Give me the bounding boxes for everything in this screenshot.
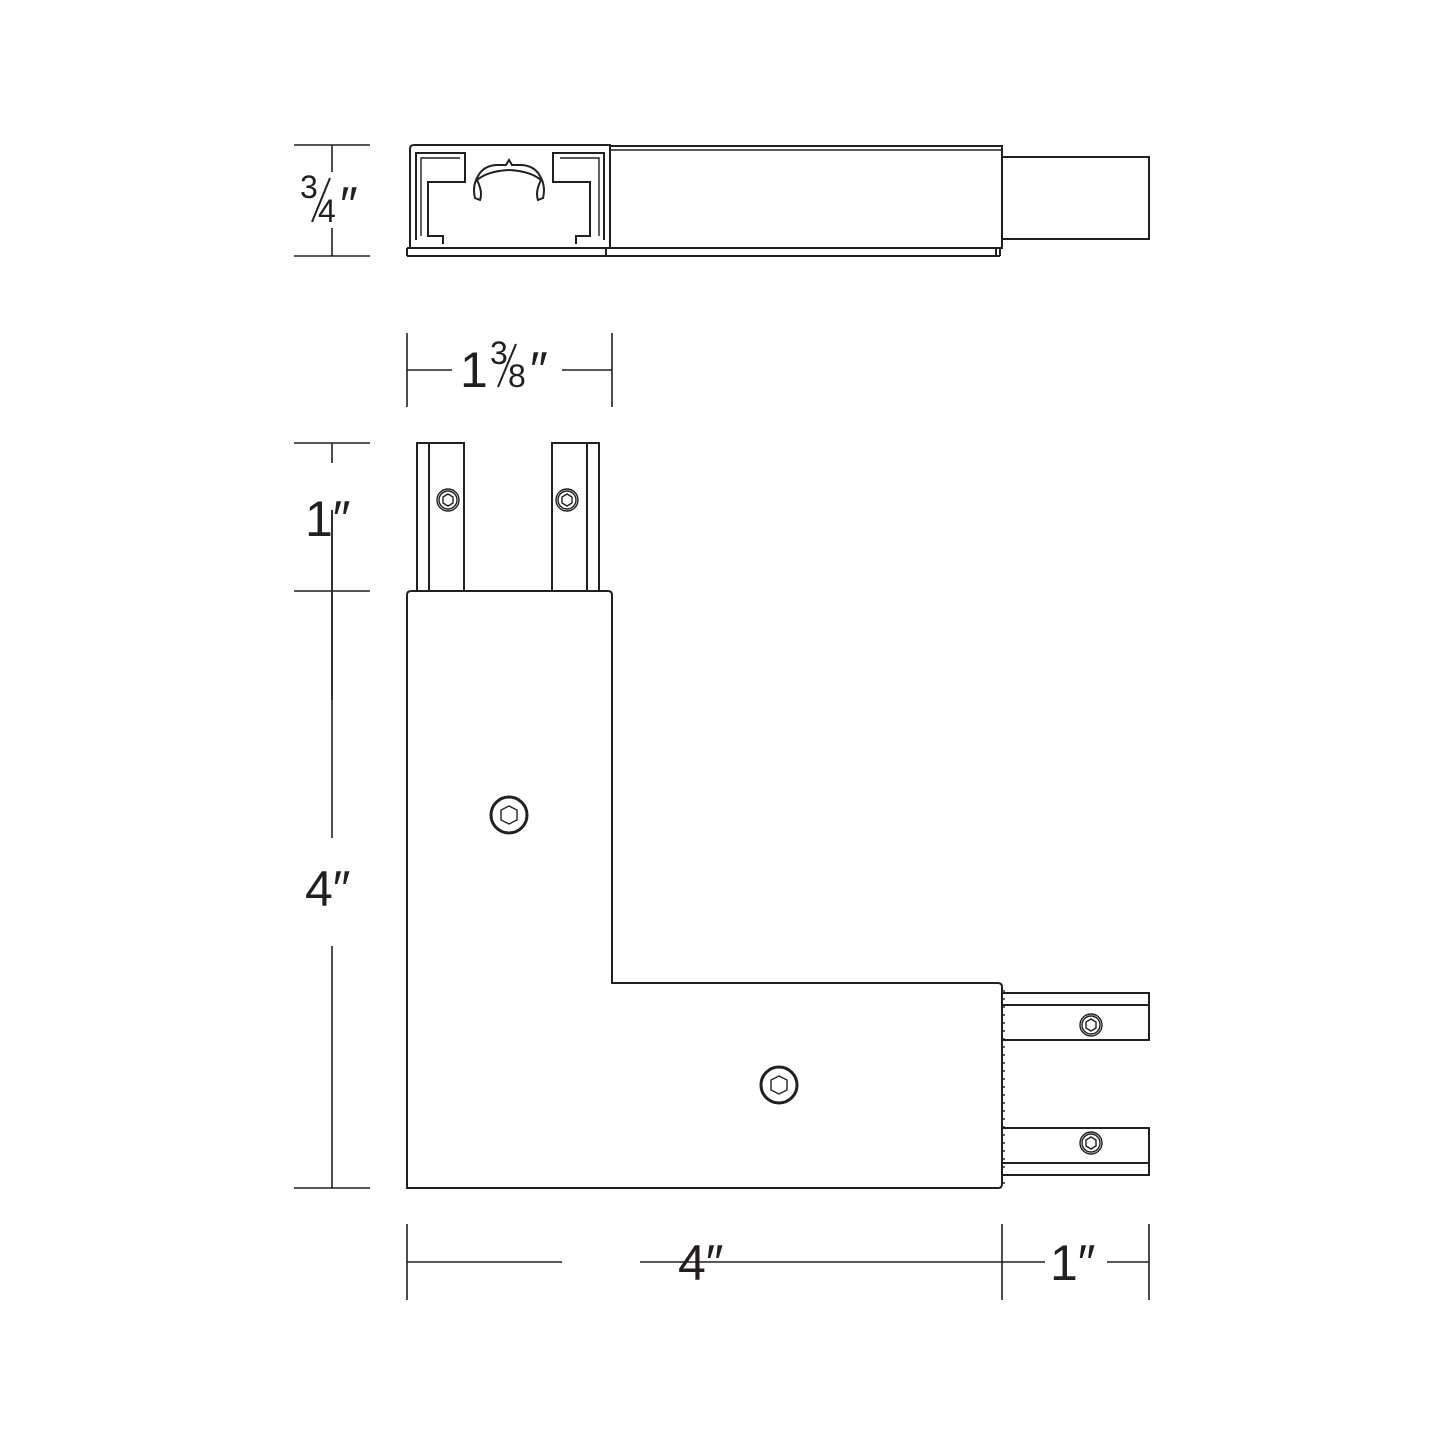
side-elevation-view: 3 4 ″ — [294, 144, 1150, 257]
fraction-numerator: 3 — [300, 169, 318, 205]
hex-socket-icon — [1085, 1018, 1097, 1032]
top-connector-length-label: 1″ — [305, 491, 351, 547]
side-connector-upper — [1001, 992, 1150, 1041]
top-plan-view: 1″ 4″ — [294, 442, 1150, 1300]
body-screw-lower — [759, 1065, 799, 1105]
l-shaped-body — [406, 590, 1003, 1189]
side-connector-length-label: 1″ — [1050, 1235, 1096, 1291]
fraction-denominator: 4 — [318, 193, 336, 229]
dimension-three-quarter-inch: 3 4 ″ — [294, 144, 370, 257]
top-connector-right — [551, 442, 600, 592]
side-connector-lower — [1001, 1127, 1150, 1176]
width-denominator: 8 — [508, 358, 526, 394]
inch-mark: ″ — [530, 342, 548, 398]
track-end-profile — [406, 144, 1000, 257]
hex-socket-icon — [561, 493, 573, 507]
dimension-vertical: 1″ 4″ — [294, 442, 370, 1189]
track-housing-side — [605, 145, 1003, 256]
body-vertical-length-label: 4″ — [305, 861, 351, 917]
connector-stub-side — [1001, 156, 1150, 240]
inch-mark: ″ — [340, 177, 358, 233]
hex-socket-icon — [442, 493, 454, 507]
top-connector-left — [416, 442, 465, 592]
hex-socket-icon — [500, 805, 518, 825]
width-whole: 1 — [460, 342, 488, 398]
body-horizontal-length-label: 4″ — [678, 1235, 724, 1291]
width-numerator: 3 — [490, 335, 508, 371]
hex-socket-icon — [1085, 1136, 1097, 1150]
body-screw-upper — [489, 795, 529, 835]
dimension-horizontal: 4″ 1″ — [406, 1224, 1150, 1300]
dimension-width: 1 3 8 ″ — [406, 333, 613, 407]
hex-socket-icon — [770, 1075, 788, 1095]
